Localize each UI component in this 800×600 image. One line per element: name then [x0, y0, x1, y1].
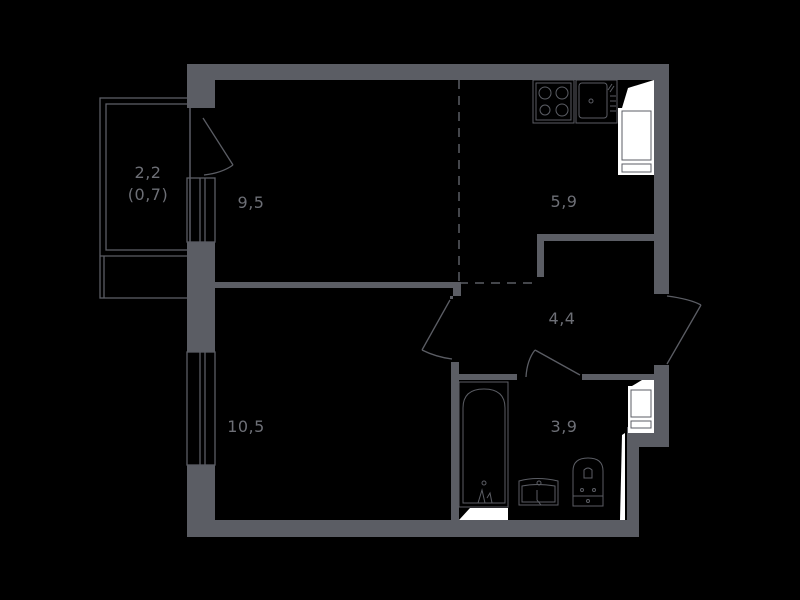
washbasin-icon — [518, 478, 559, 506]
sink-icon — [575, 79, 618, 124]
window-upper — [186, 177, 216, 243]
room-label-balcony: 2,2 (0,7) — [128, 162, 168, 206]
window-lower — [186, 351, 216, 466]
refrigerator-icon — [618, 80, 654, 175]
entrance-door — [666, 295, 702, 365]
room-label-hallway: 4,4 — [548, 309, 576, 328]
stove-icon — [532, 79, 575, 124]
room-label-bathroom: 3,9 — [550, 417, 578, 436]
room-label-living-room: 9,5 — [237, 193, 265, 212]
balcony-outline — [99, 97, 191, 299]
balcony-door — [187, 100, 234, 176]
walls — [187, 64, 669, 537]
bedroom-door — [421, 299, 453, 360]
zone-divider — [458, 80, 537, 284]
washing-machine-icon — [620, 380, 654, 520]
toilet-icon — [572, 457, 604, 507]
balcony-area-reduced: (0,7) — [127, 185, 169, 204]
room-label-bedroom: 10,5 — [227, 417, 265, 436]
bathtub-icon — [458, 381, 509, 520]
room-label-kitchen: 5,9 — [550, 192, 578, 211]
bathroom-door — [525, 349, 581, 378]
balcony-area: 2,2 — [134, 163, 162, 182]
